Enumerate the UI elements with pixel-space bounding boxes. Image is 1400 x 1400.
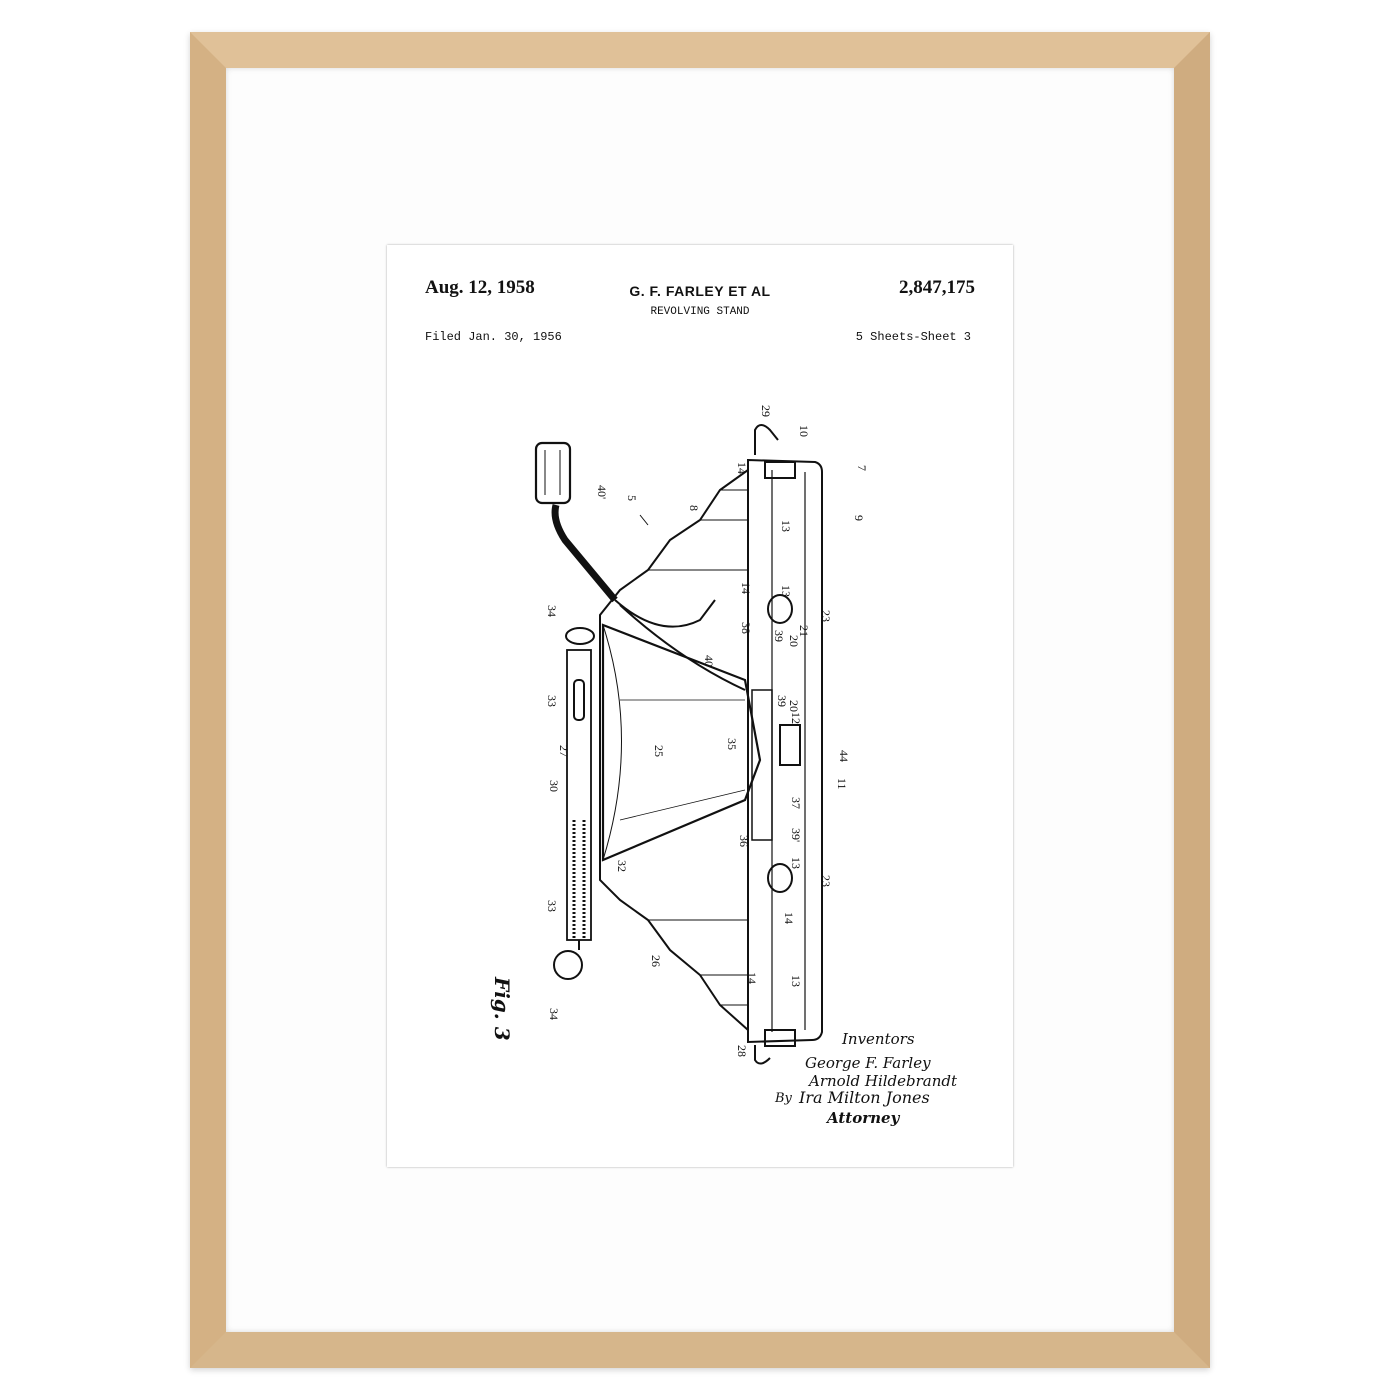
inventors-heading: Inventors: [842, 1030, 915, 1048]
reference-numeral: 36: [737, 835, 751, 847]
reference-numeral: 14: [782, 912, 796, 924]
inventor-header: G. F. FARLEY ET AL: [629, 283, 771, 299]
sheet-count: 5 Sheets-Sheet 3: [855, 330, 971, 344]
reference-numeral: 44: [837, 750, 851, 762]
reference-numeral: 20: [787, 635, 801, 647]
patent-number: 2,847,175: [899, 277, 975, 298]
reference-numeral: 27: [557, 745, 571, 757]
power-cord: [551, 504, 618, 603]
reference-numeral: 13: [779, 520, 793, 532]
reference-numeral: 13: [789, 975, 803, 987]
reference-numeral: 33: [545, 695, 559, 707]
attorney-signature: Ira Milton Jones: [799, 1088, 930, 1107]
reference-numeral: 28: [735, 1045, 749, 1057]
reference-numeral: 23: [819, 875, 833, 887]
reference-numeral: 40': [595, 485, 609, 499]
eye-hook: [553, 950, 583, 980]
reference-numeral: 40: [702, 655, 716, 667]
reference-numeral: 33: [545, 900, 559, 912]
reference-numeral: 9: [852, 515, 866, 521]
reference-numeral: 14: [735, 462, 749, 474]
attorney-label: Attorney: [827, 1109, 900, 1127]
reference-numeral: 14: [739, 582, 753, 594]
inventor-name-1: George F. Farley: [805, 1054, 931, 1072]
reference-numeral: 39: [775, 695, 789, 707]
reference-numeral: 39: [772, 630, 786, 642]
reference-numeral: 13: [789, 857, 803, 869]
reference-numeral: 38: [739, 622, 753, 634]
reference-numeral: 14: [745, 972, 759, 984]
patent-date: Aug. 12, 1958: [425, 277, 535, 298]
reference-numeral: 25: [652, 745, 666, 757]
plug: [534, 441, 572, 505]
patent-title: REVOLVING STAND: [650, 306, 750, 318]
figure-label: Fig. 3: [490, 976, 514, 1041]
inventor-name-2: Arnold Hildebrandt: [809, 1072, 958, 1090]
reference-numeral: 21: [797, 625, 811, 637]
patent-print: Aug. 12, 1958 G. F. FARLEY ET AL REVOLVI…: [387, 245, 1013, 1167]
reference-numeral: 10: [797, 425, 811, 437]
reference-numeral: 13: [779, 585, 793, 597]
adjusting-bar: [566, 649, 592, 941]
stepped-skirt: [599, 469, 749, 1031]
reference-numeral: 34: [547, 1008, 561, 1020]
reference-numeral: 35: [725, 738, 739, 750]
reference-numeral: 11: [835, 778, 849, 790]
reference-numeral: 39': [789, 828, 803, 842]
base-tray: [747, 458, 823, 1044]
reference-numeral: 20: [787, 700, 801, 712]
reference-numeral: 29: [759, 405, 773, 417]
reference-numeral: 26: [649, 955, 663, 967]
reference-numeral: 5: [625, 495, 639, 501]
by-label: By: [775, 1091, 792, 1106]
reference-numeral: 32: [615, 860, 629, 872]
reference-numeral: 12: [789, 712, 803, 724]
reference-numeral: 7: [855, 465, 869, 471]
reference-numeral: 34: [545, 605, 559, 617]
reference-numeral: 8: [687, 505, 701, 511]
filed-date: Filed Jan. 30, 1956: [425, 330, 562, 344]
reference-numeral: 37: [789, 797, 803, 809]
reference-numeral: 30: [547, 780, 561, 792]
reference-numeral: 23: [819, 610, 833, 622]
